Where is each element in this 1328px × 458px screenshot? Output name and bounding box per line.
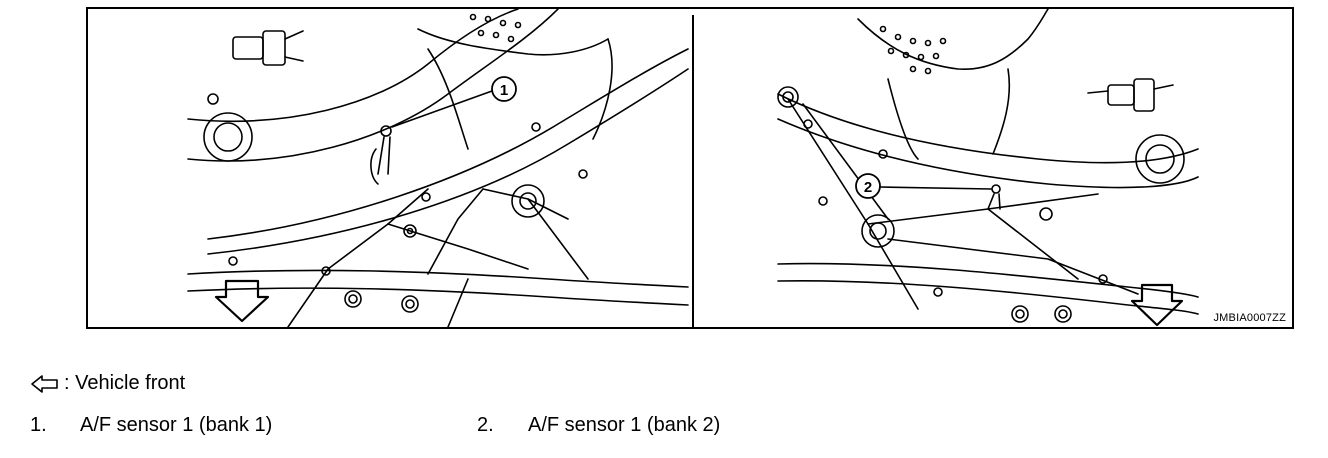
callout-1: 1 (491, 76, 517, 102)
illustration-frame: 1 2 JMBIA0007ZZ (86, 7, 1294, 329)
vehicle-front-legend: : Vehicle front (30, 372, 185, 395)
callout-2: 2 (855, 173, 881, 199)
left-arrow-icon (31, 374, 58, 393)
vehicle-front-text: : Vehicle front (64, 372, 186, 394)
callout-2-number: 2 (864, 179, 872, 196)
part-label: A/F sensor 1 (bank 2) (528, 414, 721, 436)
part-label: A/F sensor 1 (bank 1) (80, 414, 273, 436)
panel-divider (692, 15, 694, 327)
left-panel-drawing (187, 9, 689, 327)
part-number: 1. (30, 414, 47, 436)
engine-underside-illustration: 1 2 (187, 9, 1199, 327)
right-panel-drawing (777, 9, 1199, 327)
callout-1-number: 1 (500, 82, 508, 99)
figure-id: JMBIA0007ZZ (1213, 312, 1286, 324)
part-number: 2. (477, 414, 494, 436)
